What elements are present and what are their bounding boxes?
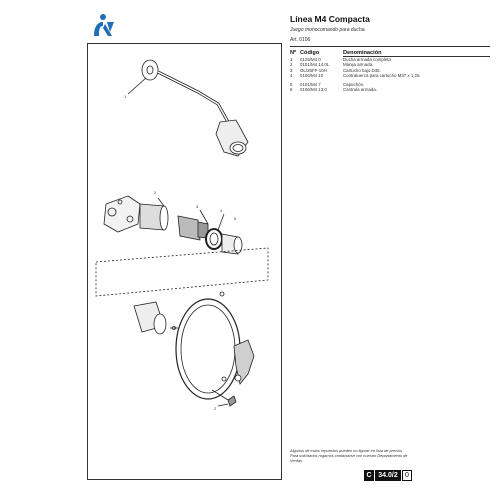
col-code-header: Código	[300, 50, 320, 56]
table-row: 3 OL/25FF-10H Cartucho bajo D35.	[290, 67, 381, 73]
page-number: 34.0/2	[375, 470, 401, 481]
cap	[221, 233, 239, 255]
callout-label-4: 4	[220, 208, 223, 213]
article-number: Art. 0106	[290, 37, 311, 43]
fv-logo	[94, 14, 114, 36]
lever-handle	[233, 339, 255, 385]
product-title: Línea M4 Compacta	[290, 14, 370, 24]
footnote: Algunos de estos repuestos pueden no fig…	[290, 448, 408, 463]
callout-label-5: 5	[234, 216, 237, 221]
table-row: 5 0101/M4 7 Capuchón.	[290, 81, 365, 87]
page-number-box: C 34.0/2 0	[364, 470, 412, 481]
callout-label-3: 3	[196, 204, 199, 209]
col-name-header: Denominación	[343, 50, 490, 57]
table-row: 1 0125/M4 0 Ducha armada completa	[290, 57, 391, 62]
product-subtitle: Juego monocomando para ducha.	[290, 27, 366, 33]
parts-drawing: 1 2 3 4 5 2	[95, 59, 269, 411]
table-row: 4 0106/M4 10 Contratuerca para cartucho …	[290, 73, 421, 79]
col-num-header: Nº	[290, 50, 297, 56]
callout-label-2: 2	[154, 190, 157, 195]
spec-panel: Línea M4 Compacta Juego monocomando para…	[290, 12, 490, 92]
wall-flange	[141, 59, 159, 81]
parts-table-header: Nº Código Denominación	[290, 50, 490, 57]
lock-nut	[205, 228, 223, 250]
page-section: C	[364, 470, 374, 481]
divider	[290, 46, 490, 47]
callout-label-1: 1	[124, 94, 127, 99]
exploded-diagram: 1 2 3 4 5 2	[87, 43, 282, 480]
escutcheon-plate	[175, 298, 241, 400]
table-row: 2 0101/M4 14.0L Manija armada.	[290, 62, 374, 68]
page-revision: 0	[402, 470, 412, 481]
valve-body	[103, 195, 141, 233]
callout-label-6: 2	[214, 406, 217, 411]
table-row: 6 0106/M4 13.0 Cantrula armada.	[290, 87, 377, 93]
